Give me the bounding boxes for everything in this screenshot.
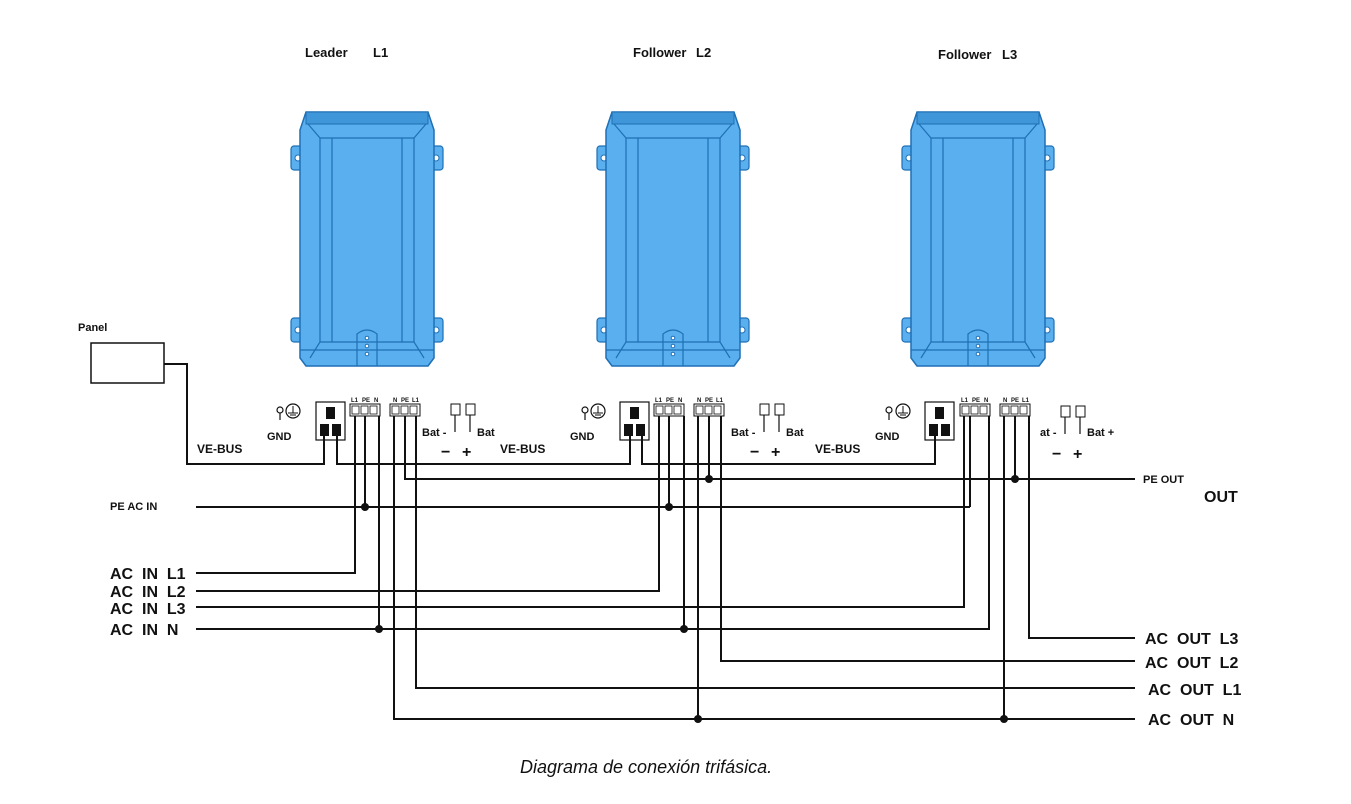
vebus-label-1: VE-BUS — [197, 442, 242, 456]
bat-pos-label-1: Bat — [477, 427, 495, 439]
svg-text:L1: L1 — [716, 398, 724, 404]
gnd-point-icon — [276, 406, 284, 414]
unit-role-3: Follower — [938, 47, 991, 62]
minus-label-1: − — [441, 444, 450, 461]
svg-text:L1: L1 — [961, 398, 969, 404]
gnd-label-3: GND — [875, 431, 900, 443]
plus-label-2: + — [771, 444, 780, 461]
bat-pos-terminal-3 — [1075, 405, 1086, 418]
svg-text:N: N — [393, 398, 397, 404]
svg-text:PE: PE — [1011, 398, 1019, 404]
ac-in-l2-label: AC IN L2 — [110, 584, 186, 601]
bat-neg-terminal-2 — [759, 403, 770, 416]
unit-role-1: Leader — [305, 45, 348, 60]
bat-neg-label-2: Bat - — [731, 427, 756, 439]
unit-header-2: Follower L2 — [633, 45, 711, 60]
gnd-label-1: GND — [267, 431, 292, 443]
terminals-unit-2: GND L1 PE N N PE L1 Bat - Bat − + — [570, 398, 804, 461]
ac-in-l2-wire — [196, 416, 660, 592]
panel-label: Panel — [78, 322, 107, 334]
diagram-caption: Diagrama de conexión trifásica. — [520, 757, 772, 777]
svg-text:N: N — [374, 398, 378, 404]
vebus-wire-unit2-unit3 — [641, 436, 936, 465]
inverter-leader-l1 — [290, 111, 444, 367]
ac-in-l1-wire — [196, 416, 356, 574]
terminals-unit-1: GND L1 PE N N PE L1 Bat - Bat − + — [267, 398, 495, 461]
svg-text:PE: PE — [705, 398, 713, 404]
unit-header-1: Leader L1 — [305, 45, 388, 60]
minus-label-2: − — [750, 444, 759, 461]
ac-out-n-wire — [393, 416, 1135, 720]
gnd-point-icon — [885, 406, 893, 414]
pe-out-bus — [404, 416, 1135, 480]
bat-neg-terminal-1 — [450, 403, 461, 416]
svg-text:N: N — [1003, 398, 1007, 404]
ac-in-l1-label: AC IN L1 — [110, 566, 186, 583]
svg-text:L1: L1 — [351, 398, 359, 404]
svg-text:PE: PE — [401, 398, 409, 404]
inverter-follower-l3 — [901, 111, 1055, 367]
svg-text:N: N — [984, 398, 988, 404]
ac-in-l3-wire — [196, 416, 965, 608]
ac-in-n-wire — [196, 416, 990, 630]
wiring — [164, 363, 1135, 723]
unit-header-3: Follower L3 — [938, 47, 1017, 62]
vebus-wire-unit1-unit2 — [336, 436, 631, 465]
out-label: OUT — [1204, 489, 1238, 506]
svg-text:N: N — [678, 398, 682, 404]
ac-out-l1-wire — [415, 416, 1135, 689]
ac-out-l3-wire — [1028, 416, 1135, 639]
plus-label-3: + — [1073, 446, 1082, 463]
plus-label-1: + — [462, 444, 471, 461]
vebus-label-2: VE-BUS — [500, 442, 545, 456]
svg-text:PE: PE — [666, 398, 674, 404]
panel-box — [90, 342, 165, 384]
bat-neg-label-1: Bat - — [422, 427, 447, 439]
inverter-follower-l2 — [596, 111, 750, 367]
svg-text:N: N — [697, 398, 701, 404]
vebus-wire-panel-unit1 — [164, 363, 325, 465]
ac-in-l3-label: AC IN L3 — [110, 601, 186, 618]
ac-out-l2-wire — [720, 416, 1135, 662]
unit-phase-3: L3 — [1002, 47, 1017, 62]
gnd-point-icon — [581, 406, 589, 414]
terminals-unit-3: GND L1 PE N N PE L1 at - Bat + − + — [875, 398, 1114, 463]
bat-pos-label-2: Bat — [786, 427, 804, 439]
unit-phase-2: L2 — [696, 45, 711, 60]
svg-text:L1: L1 — [1022, 398, 1030, 404]
ac-in-n-label: AC IN N — [110, 622, 178, 639]
unit-phase-1: L1 — [373, 45, 388, 60]
minus-label-3: − — [1052, 446, 1061, 463]
ac-out-l3-label: AC OUT L3 — [1145, 631, 1238, 648]
vebus-label-3: VE-BUS — [815, 442, 860, 456]
bat-neg-label-3: at - — [1040, 427, 1057, 439]
svg-text:L1: L1 — [655, 398, 663, 404]
svg-text:L1: L1 — [412, 398, 420, 404]
gnd-label-2: GND — [570, 431, 595, 443]
bat-pos-label-3: Bat + — [1087, 427, 1114, 439]
unit-role-2: Follower — [633, 45, 686, 60]
ac-out-l1-label: AC OUT L1 — [1148, 682, 1241, 699]
pe-out-label: PE OUT — [1143, 474, 1184, 486]
bat-pos-terminal-1 — [465, 403, 476, 416]
pe-ac-in-label: PE AC IN — [110, 501, 157, 513]
ac-out-n-label: AC OUT N — [1148, 712, 1234, 729]
svg-text:PE: PE — [972, 398, 980, 404]
ac-out-l2-label: AC OUT L2 — [1145, 655, 1238, 672]
bat-pos-terminal-2 — [774, 403, 785, 416]
svg-text:PE: PE — [362, 398, 370, 404]
bat-neg-terminal-3 — [1060, 405, 1071, 418]
